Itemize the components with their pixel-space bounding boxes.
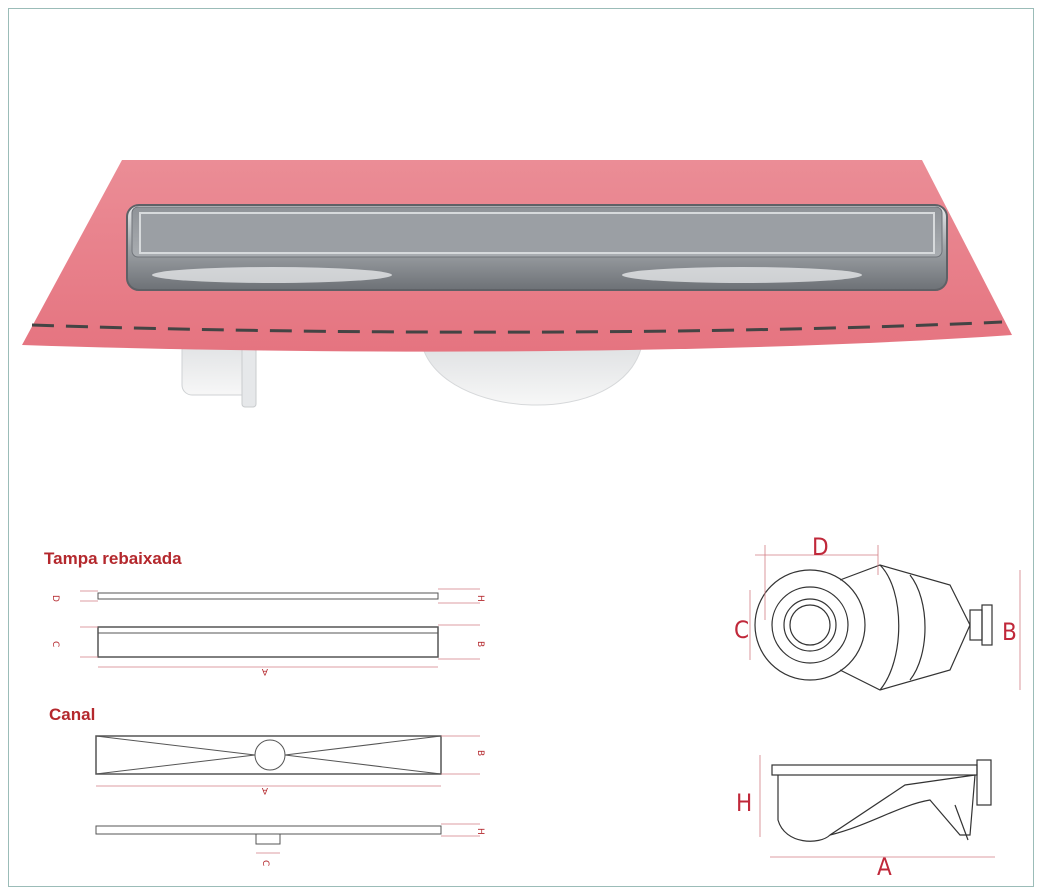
membrane-dashed-line [31, 320, 1003, 334]
dim-d-label: D [50, 595, 60, 602]
siphon-dim-b-label: B [1002, 618, 1017, 646]
label-tampa-rebaixada: Tampa rebaixada [44, 549, 182, 568]
canal-dim-c-label: C [260, 860, 270, 866]
dim-b-label: B [475, 641, 485, 647]
siphon-dim-h-label: H [736, 789, 752, 817]
canal-dim-h-label: H [475, 828, 485, 835]
siphon-top-view-drawing: D C B [734, 533, 1021, 691]
canal-technical-drawing: B A H C [95, 735, 485, 866]
tampa-technical-drawing: D H C B A [50, 588, 485, 676]
dim-c-label: C [50, 641, 60, 647]
dim-a-label: A [261, 666, 268, 676]
canal-dim-a-label: A [261, 785, 268, 795]
siphon-dim-c-label: C [734, 616, 749, 644]
label-canal: Canal [49, 705, 96, 724]
siphon-dim-d-label: D [812, 533, 829, 561]
product-render [22, 160, 1012, 408]
siphon-dim-a-label: A [877, 853, 892, 881]
page-frame [8, 8, 1034, 887]
canal-dim-b-label: B [475, 750, 485, 756]
steel-channel [126, 204, 948, 291]
drain-body [181, 334, 643, 408]
dim-h-label: H [475, 595, 485, 602]
siphon-side-view-drawing: H A [736, 755, 995, 881]
